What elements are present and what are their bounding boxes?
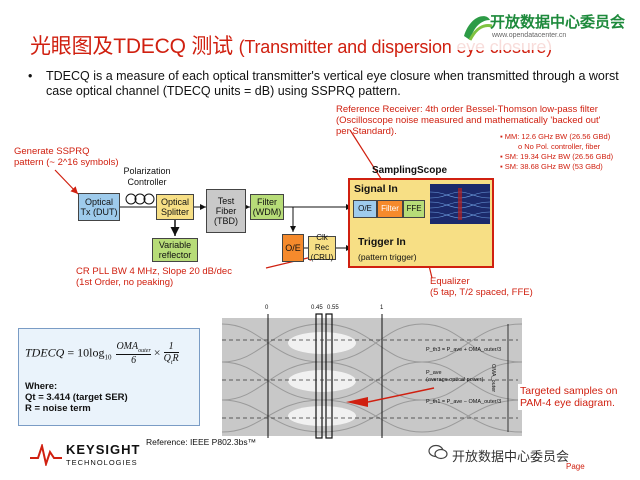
eye-tick-1: 1 bbox=[380, 305, 384, 311]
scope-filter-block: Filter bbox=[377, 200, 403, 218]
level-pave-desc: (average optical power) bbox=[426, 377, 484, 383]
reference-receiver-note: Reference Receiver: 4th order Bessel-Tho… bbox=[336, 104, 601, 137]
scope-eye-display-icon bbox=[430, 184, 490, 224]
oe-small-block: O/E bbox=[282, 234, 304, 262]
keysight-wave-icon bbox=[30, 444, 62, 466]
receiver-spec-list: ▪ MM: 12.6 GHz BW (26.56 GBd) o No Pol. … bbox=[500, 132, 614, 171]
logo-text: 开放数据中心委员会 bbox=[490, 14, 626, 31]
equalizer-note: Equalizer (5 tap, T/2 spaced, FFE) bbox=[430, 276, 533, 298]
tdecq-equation-box: TDECQ = 10log10 OMAouter 6 × 1 QtR Where… bbox=[18, 328, 200, 426]
sampling-scope: Signal In O/E Filter FFE Trigger In (pat… bbox=[348, 178, 494, 268]
wechat-icon bbox=[428, 444, 448, 460]
pam4-eye-diagram bbox=[222, 313, 523, 439]
clk-rec-block: Clk Rec(CRU) bbox=[308, 233, 336, 262]
cr-pll-note: CR PLL BW 4 MHz, Slope 20 dB/dec (1st Or… bbox=[76, 266, 232, 288]
trigger-in-label: Trigger In bbox=[358, 236, 406, 248]
level-pth1: P_th1 = P_ave − OMA_outer/3 bbox=[426, 399, 502, 405]
targeted-samples-note: Targeted samples on PAM-4 eye diagram. bbox=[518, 384, 620, 410]
level-pave: P_ave bbox=[426, 370, 442, 376]
filter-wdm-block: Filter(WDM) bbox=[250, 194, 284, 220]
eye-tick-0: 0 bbox=[265, 305, 269, 311]
page-label: Page bbox=[566, 462, 585, 471]
logo-url: www.opendatacenter.cn bbox=[492, 32, 567, 39]
signal-in-label: Signal In bbox=[354, 183, 398, 195]
odcc-logo-icon bbox=[456, 6, 636, 50]
keysight-sub: TECHNOLOGIES bbox=[66, 458, 138, 467]
scope-ffe-block: FFE bbox=[403, 200, 425, 218]
keysight-name: KEYSIGHT bbox=[66, 442, 141, 457]
pattern-trigger-label: (pattern trigger) bbox=[358, 252, 417, 262]
polarization-controller-label: Polarization Controller bbox=[123, 166, 171, 187]
scope-oe-block: O/E bbox=[353, 200, 377, 218]
bullet-dot: • bbox=[28, 69, 33, 83]
title-cn: 光眼图及TDECQ 测试 bbox=[30, 35, 233, 58]
generate-ssprq-note: Generate SSPRQ pattern (~ 2^16 symbols) bbox=[14, 146, 119, 168]
sampling-scope-title: SamplingScope bbox=[372, 165, 448, 176]
oma-outer-label: OMA_outer bbox=[490, 364, 496, 393]
level-pth3: P_th3 = P_ave + OMA_outer/3 bbox=[426, 347, 502, 353]
reference-text: Reference: IEEE P802.3bs™ bbox=[146, 437, 257, 447]
eye-tick-045: 0.45 bbox=[311, 305, 323, 311]
eye-tick-055: 0.55 bbox=[327, 305, 339, 311]
watermark-text: 开放数据中心委员会 bbox=[452, 449, 570, 464]
equation-where: Where: Qt = 3.414 (target SER) R = noise… bbox=[25, 381, 128, 414]
tdecq-formula: TDECQ = 10log10 OMAouter 6 × 1 QtR bbox=[25, 341, 179, 366]
